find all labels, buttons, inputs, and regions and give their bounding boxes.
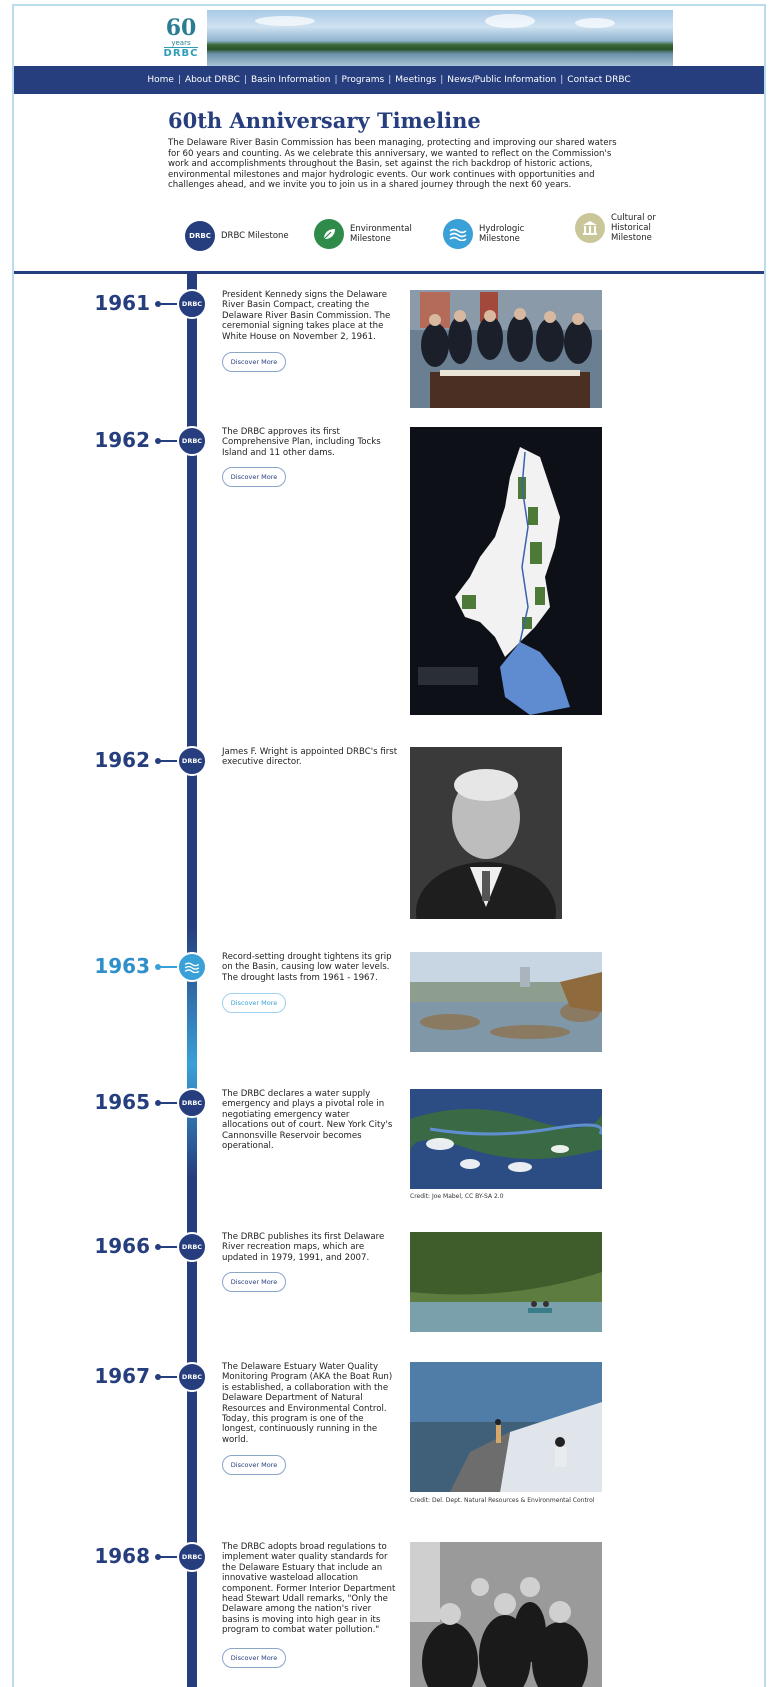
discover-more-button[interactable]: Discover More	[222, 1272, 286, 1292]
drought-river-photo[interactable]	[410, 952, 602, 1052]
year-connector	[158, 1102, 182, 1104]
legend-drbc: DRBC DRBC Milestone	[185, 221, 289, 251]
nav-separator: |	[440, 75, 444, 85]
year-connector	[158, 440, 182, 442]
nav-separator: |	[243, 75, 247, 85]
logo-number: 60	[165, 15, 197, 41]
year-connector	[158, 966, 182, 968]
legend-environmental: Environmental Milestone	[314, 219, 420, 249]
river-recreation-photo[interactable]	[410, 1232, 602, 1332]
drbc-badge-icon: DRBC	[177, 1088, 207, 1118]
legend-hydrologic-label: Hydrologic Milestone	[479, 224, 525, 244]
legend-environmental-label: Environmental Milestone	[350, 224, 412, 244]
timeline-description: Record-setting drought tightens its grip…	[222, 952, 392, 983]
timeline-description: The DRBC declares a water supply emergen…	[222, 1089, 393, 1152]
nav-meetings[interactable]: Meetings	[395, 75, 437, 85]
water-waves-icon	[177, 952, 207, 982]
nav-separator: |	[560, 75, 564, 85]
year-connector	[158, 1246, 182, 1248]
drbc-badge-icon: DRBC	[177, 1362, 207, 1392]
legend: DRBC DRBC Milestone Environmental Milest…	[0, 213, 778, 253]
timeline-description: The DRBC adopts broad regulations to imp…	[222, 1542, 396, 1636]
comprehensive-plan-map[interactable]	[410, 427, 602, 715]
legend-hydrologic: Hydrologic Milestone	[443, 219, 539, 249]
timeline-description: James F. Wright is appointed DRBC's firs…	[222, 747, 398, 768]
logo-brand: DRBC	[163, 47, 199, 59]
james-wright-portrait[interactable]	[410, 747, 562, 919]
cannonsville-aerial-photo[interactable]	[410, 1089, 602, 1189]
drbc-badge-icon: DRBC	[177, 1542, 207, 1572]
year-connector	[158, 760, 182, 762]
timeline-description: The Delaware Estuary Water Quality Monit…	[222, 1362, 393, 1445]
nav-about-drbc[interactable]: About DRBC	[184, 75, 240, 85]
nav-separator: |	[334, 75, 338, 85]
discover-more-button[interactable]: Discover More	[222, 467, 286, 487]
water-waves-icon	[443, 219, 473, 249]
drbc-badge-icon: DRBC	[177, 1232, 207, 1262]
timeline-year: 1967	[94, 1364, 150, 1388]
historic-building-icon	[575, 213, 605, 243]
udall-group-photo[interactable]	[410, 1542, 602, 1687]
timeline-year: 1961	[94, 291, 150, 315]
nav-contact-drbc[interactable]: Contact DRBC	[567, 75, 631, 85]
drbc-badge-icon: DRBC	[177, 746, 207, 776]
boat-run-photo[interactable]	[410, 1362, 602, 1492]
drbc-badge-icon: DRBC	[185, 221, 215, 251]
timeline-year: 1962	[94, 428, 150, 452]
timeline-description: President Kennedy signs the Delaware Riv…	[222, 290, 391, 342]
nav-separator: |	[388, 75, 392, 85]
nav-separator: |	[177, 75, 181, 85]
year-connector	[158, 1556, 182, 1558]
timeline-year: 1965	[94, 1090, 150, 1114]
photo-credit: Credit: Del. Dept. Natural Resources & E…	[410, 1497, 595, 1504]
discover-more-button[interactable]: Discover More	[222, 1648, 286, 1668]
legend-drbc-label: DRBC Milestone	[221, 231, 289, 241]
nav-home[interactable]: Home	[147, 75, 174, 85]
discover-more-button[interactable]: Discover More	[222, 352, 286, 372]
nav-programs[interactable]: Programs	[341, 75, 385, 85]
leaf-icon	[314, 219, 344, 249]
drbc-badge-icon: DRBC	[177, 289, 207, 319]
legend-cultural-label: Cultural or Historical Milestone	[611, 213, 656, 243]
drbc-badge-icon: DRBC	[177, 426, 207, 456]
year-connector	[158, 1376, 182, 1378]
drbc-60-years-logo[interactable]: 60 years DRBC	[155, 10, 207, 66]
photo-credit: Credit: Joe Mabel, CC BY-SA 2.0	[410, 1193, 504, 1200]
page-title: 60th Anniversary Timeline	[168, 108, 481, 133]
header-banner: 60 years DRBC	[155, 10, 673, 66]
timeline-year: 1966	[94, 1234, 150, 1258]
legend-cultural: Cultural or Historical Milestone	[575, 213, 681, 243]
logo-years: years	[171, 39, 191, 47]
main-nav: Home | About DRBC | Basin Information | …	[14, 66, 764, 94]
timeline-year: 1968	[94, 1544, 150, 1568]
section-divider	[14, 271, 764, 274]
nav-news-public-information[interactable]: News/Public Information	[447, 75, 557, 85]
timeline-year: 1962	[94, 748, 150, 772]
nav-basin-information[interactable]: Basin Information	[250, 75, 331, 85]
discover-more-button[interactable]: Discover More	[222, 993, 286, 1013]
discover-more-button[interactable]: Discover More	[222, 1455, 286, 1475]
year-connector	[158, 303, 182, 305]
page-frame	[12, 4, 766, 1687]
intro-paragraph: The Delaware River Basin Commission has …	[168, 138, 617, 191]
timeline-description: The DRBC approves its first Comprehensiv…	[222, 427, 381, 458]
kennedy-signing-photo[interactable]	[410, 290, 602, 408]
timeline-description: The DRBC publishes its first Delaware Ri…	[222, 1232, 385, 1263]
timeline-year: 1963	[94, 954, 150, 978]
